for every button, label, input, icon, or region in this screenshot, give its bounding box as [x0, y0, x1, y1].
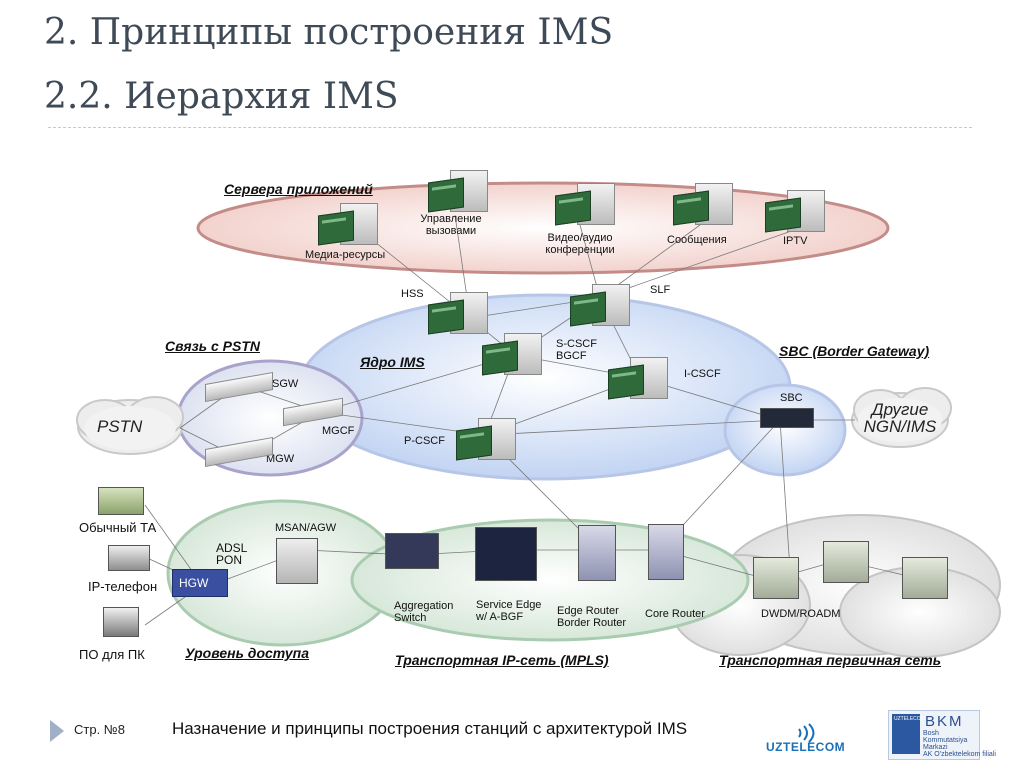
sbc-ellipse [723, 383, 847, 477]
ip-phone-icon [108, 545, 150, 571]
primary-transport-header: Транспортная первичная сеть [719, 652, 942, 668]
hss-server-icon [428, 292, 488, 335]
aggregation-label: Aggregation Switch [394, 600, 454, 624]
pstn-cloud-label: PSTN [97, 417, 143, 436]
title-divider [48, 127, 972, 128]
messages-server-icon [673, 183, 733, 226]
sbc-device-icon [760, 408, 814, 428]
mgcf-label: MGCF [322, 425, 355, 437]
adsl-label: ADSL PON [216, 541, 247, 567]
media-resources-label: Медиа-ресурсы [305, 249, 386, 261]
call-control-label: Управление вызовами [420, 213, 482, 237]
dwdm-node-1-icon [753, 557, 799, 599]
slf-label: SLF [650, 284, 671, 296]
page-number: Стр. №8 [74, 722, 125, 737]
core-router-label: Core Router [645, 608, 705, 620]
scscf-label: S-CSCF BGCF [556, 338, 597, 362]
video-server-icon [555, 183, 615, 226]
ipphone-label: IP-телефон [88, 579, 158, 594]
msan-device-icon [276, 538, 318, 584]
mgw-label: MGW [266, 453, 295, 465]
pc-label: ПО для ПК [79, 647, 145, 662]
ims-core-ellipse [298, 293, 792, 481]
pstn-link-header: Связь с PSTN [165, 338, 260, 354]
slide-subtitle: 2.2. Иерархия IMS [44, 76, 399, 117]
video-conference-label: Видео/аудио конференции [545, 232, 615, 256]
other-ngn-label: Другие NGN/IMS [863, 400, 937, 436]
iptv-label: IPTV [783, 235, 808, 247]
icscf-server-icon [608, 357, 668, 400]
core-router-icon [648, 524, 684, 580]
access-header: Уровень доступа [185, 645, 310, 661]
sgw-label: SGW [272, 378, 299, 390]
media-server-icon [318, 203, 378, 246]
scscf-server-icon [482, 333, 542, 376]
service-edge-icon [475, 527, 537, 581]
sbc-header: SBC (Border Gateway) [779, 343, 930, 359]
call-control-server-icon [428, 170, 488, 213]
ip-transport-header: Транспортная IP-сеть (MPLS) [395, 652, 609, 668]
hss-label: HSS [401, 288, 424, 300]
ims-core-header: Ядро IMS [360, 354, 425, 370]
msan-label: MSAN/AGW [275, 522, 337, 534]
slide-title: 2. Принципы построения IMS [44, 12, 614, 53]
uztelecom-logo-icon [798, 723, 815, 743]
slf-server-icon [570, 284, 630, 327]
bkm-logo: UZTELECOM BKM Bosh Kommutatsiya Markazi … [888, 710, 996, 760]
bkm-abbr: BKM [925, 713, 964, 730]
other-ngn-cloud [851, 387, 952, 448]
footer-title: Назначение и принципы построения станций… [172, 719, 688, 738]
hgw-device: HGW [172, 569, 228, 597]
sbc-label: SBC [780, 392, 803, 404]
bkm-mark-icon: UZTELECOM [892, 714, 925, 754]
pstn-cloud [76, 396, 184, 455]
pcscf-label: P-CSCF [404, 435, 445, 447]
analog-phone-icon [98, 487, 144, 515]
service-edge-label: Service Edge w/ A-BGF [476, 599, 542, 623]
messages-label: Сообщения [667, 234, 727, 246]
edge-router-icon [578, 525, 616, 581]
hgw-label: HGW [179, 576, 209, 590]
dwdm-node-3-icon [902, 557, 948, 599]
bkm-subtitle: Bosh Kommutatsiya Markazi AK O'zbektelek… [923, 730, 996, 758]
dwdm-node-2-icon [823, 541, 869, 583]
footer-arrow-icon [50, 720, 64, 742]
aggregation-switch-icon [385, 533, 439, 569]
edge-router-label: Edge Router Border Router [557, 605, 627, 629]
pc-laptop-icon [103, 607, 139, 637]
uztelecom-logo-text: UZTELECOM [766, 740, 846, 754]
iptv-server-icon [765, 190, 825, 233]
phone-label: Обычный ТА [79, 520, 157, 535]
icscf-label: I-CSCF [684, 368, 721, 380]
pcscf-server-icon [456, 418, 516, 461]
app-servers-header: Сервера приложений [224, 181, 373, 197]
dwdm-label: DWDM/ROADM [761, 608, 841, 620]
